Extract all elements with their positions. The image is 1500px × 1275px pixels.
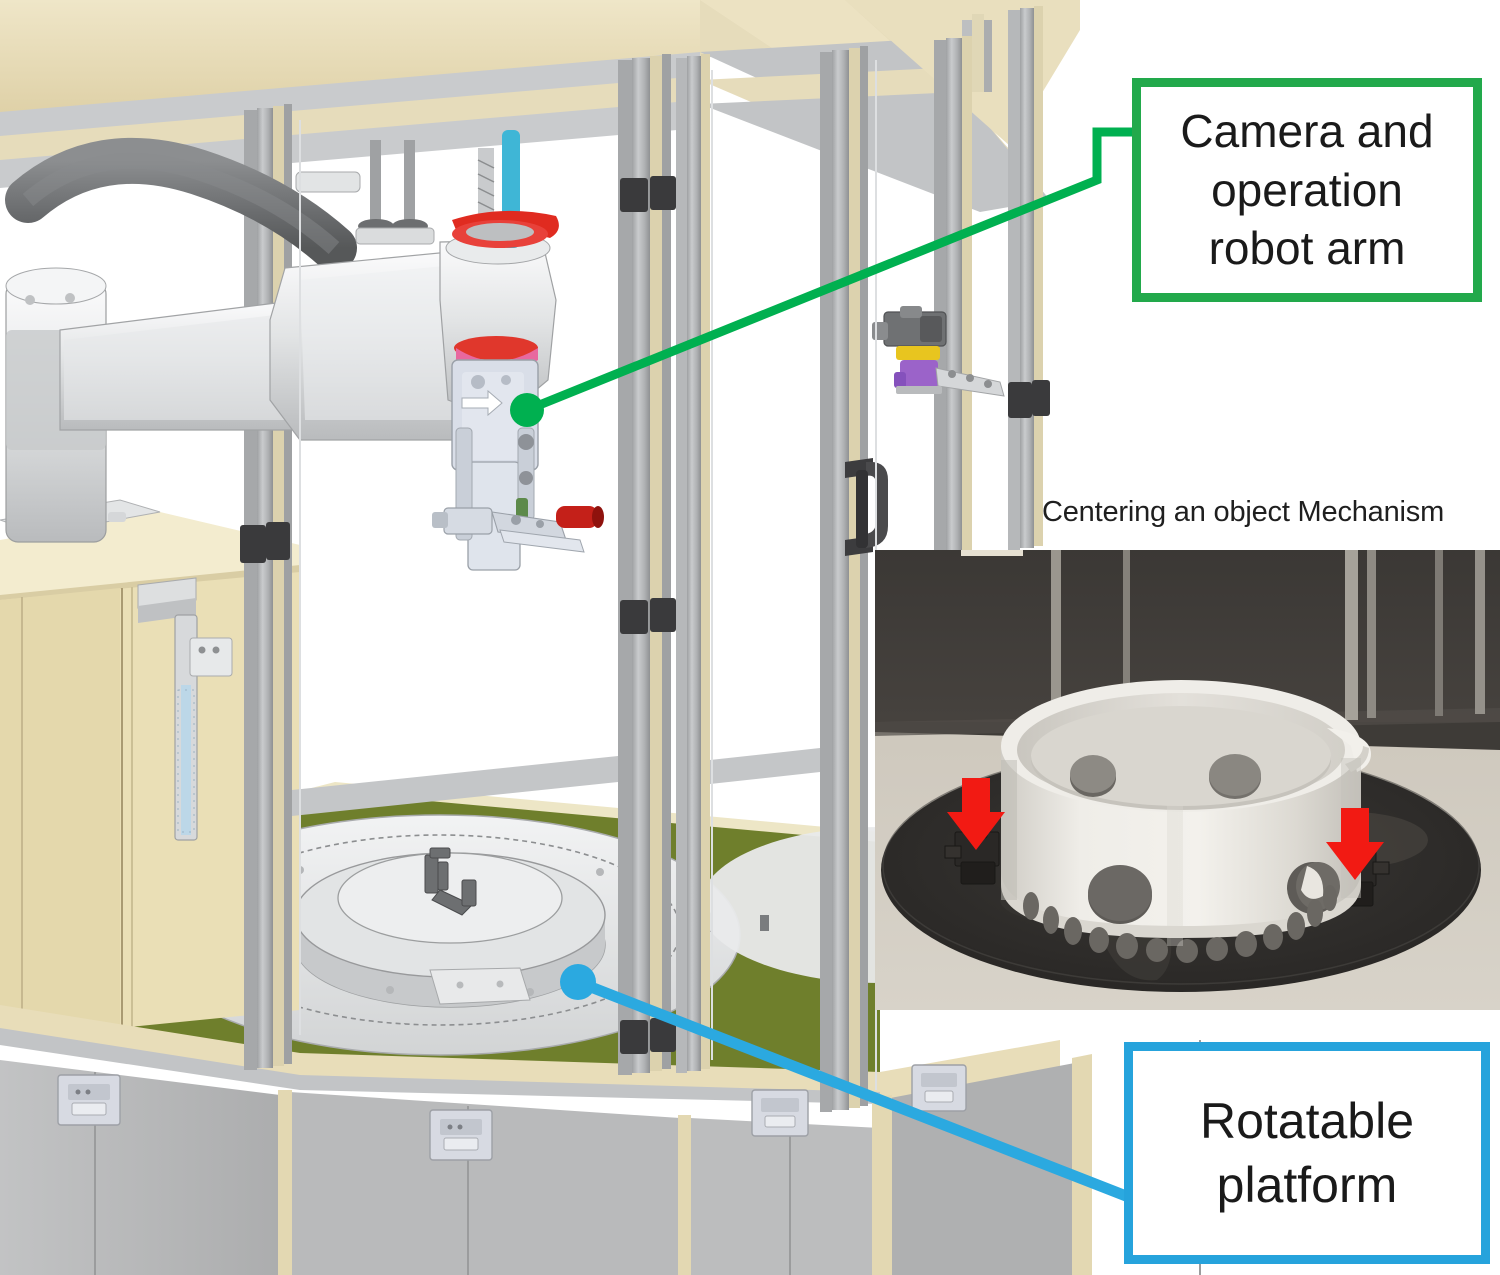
yellow-bracket bbox=[896, 346, 940, 360]
post-door-left bbox=[676, 54, 710, 1073]
callout-line: operation bbox=[1211, 163, 1403, 216]
callout-rotatable-platform: Rotatable platform bbox=[1124, 1042, 1490, 1264]
callout-camera-robot-arm-text: Camera and operation robot arm bbox=[1160, 102, 1453, 279]
red-down-arrow-left bbox=[947, 778, 1005, 850]
post-far-right bbox=[934, 36, 972, 580]
callout-line: Rotatable bbox=[1199, 1093, 1415, 1149]
workpiece-cylinder bbox=[1001, 680, 1371, 963]
left-counter-cabinet bbox=[0, 496, 300, 1040]
callout-line: platform bbox=[1216, 1157, 1398, 1213]
red-down-arrow-right bbox=[1326, 808, 1384, 880]
enclosure-mid-rail bbox=[292, 748, 820, 816]
callout-camera-robot-arm: Camera and operation robot arm bbox=[1132, 78, 1482, 302]
vent-hole-ring bbox=[1023, 885, 1337, 963]
post-left bbox=[244, 104, 292, 1070]
level-gauge bbox=[174, 614, 233, 841]
red-cylinder bbox=[556, 506, 598, 528]
callout-line: Camera and bbox=[1180, 104, 1434, 157]
callout-line: robot arm bbox=[1208, 222, 1406, 275]
centering-mechanism-photo bbox=[875, 550, 1500, 1010]
post-edge-right bbox=[1008, 6, 1043, 550]
callout-rotatable-platform-text: Rotatable platform bbox=[1180, 1089, 1434, 1217]
inset-caption: Centering an object Mechanism bbox=[1042, 496, 1445, 528]
post-right-door bbox=[820, 46, 868, 1112]
end-effector-tool bbox=[432, 359, 604, 571]
